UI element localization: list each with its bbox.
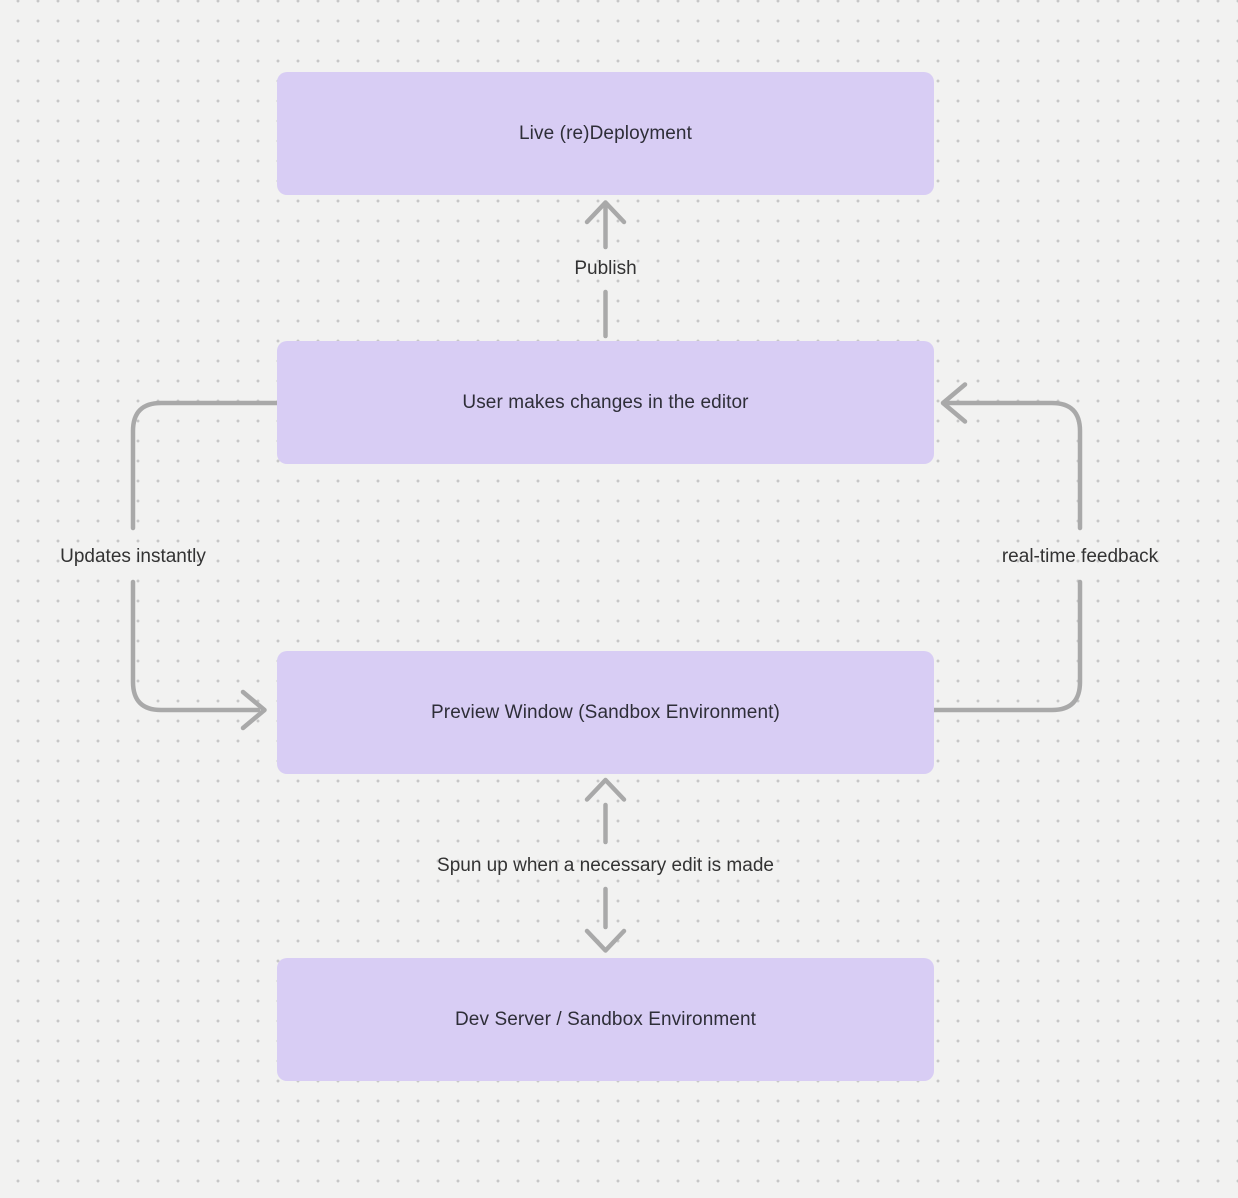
arrowhead-left-icon	[940, 382, 968, 424]
edge-feedback-lower-segment	[931, 579, 1083, 713]
arrowhead-right-icon	[240, 689, 267, 731]
arrowhead-up-icon	[584, 200, 627, 225]
node-live-redeployment-label: Live (re)Deployment	[519, 122, 692, 144]
edge-label-publish: Publish	[574, 258, 637, 279]
node-dev-server-label: Dev Server / Sandbox Environment	[454, 1008, 756, 1030]
arrowhead-up-icon	[584, 777, 627, 802]
edge-updates-lower-segment	[130, 579, 261, 713]
node-user-editor: User makes changes in the editor	[277, 341, 934, 464]
arrowhead-down-icon	[584, 928, 627, 953]
edge-label-updates-instantly: Updates instantly	[60, 546, 206, 567]
edge-label-spun-up: Spun up when a necessary edit is made	[437, 855, 774, 876]
edge-feedback-upper-segment	[945, 400, 1083, 531]
edge-publish-connector	[584, 200, 627, 339]
edge-updates-upper-segment	[130, 400, 280, 531]
node-preview-window-label: Preview Window (Sandbox Environment)	[431, 701, 780, 723]
node-dev-server: Dev Server / Sandbox Environment	[277, 958, 934, 1081]
node-live-redeployment: Live (re)Deployment	[277, 72, 934, 195]
node-preview-window: Preview Window (Sandbox Environment)	[277, 651, 934, 774]
edge-real-time-feedback-connector	[931, 382, 1083, 713]
edge-spun-up-connector	[584, 777, 627, 953]
node-user-editor-label: User makes changes in the editor	[462, 391, 749, 413]
edge-label-real-time-feedback: real-time feedback	[1001, 546, 1159, 567]
edge-updates-instantly-connector	[130, 400, 280, 731]
